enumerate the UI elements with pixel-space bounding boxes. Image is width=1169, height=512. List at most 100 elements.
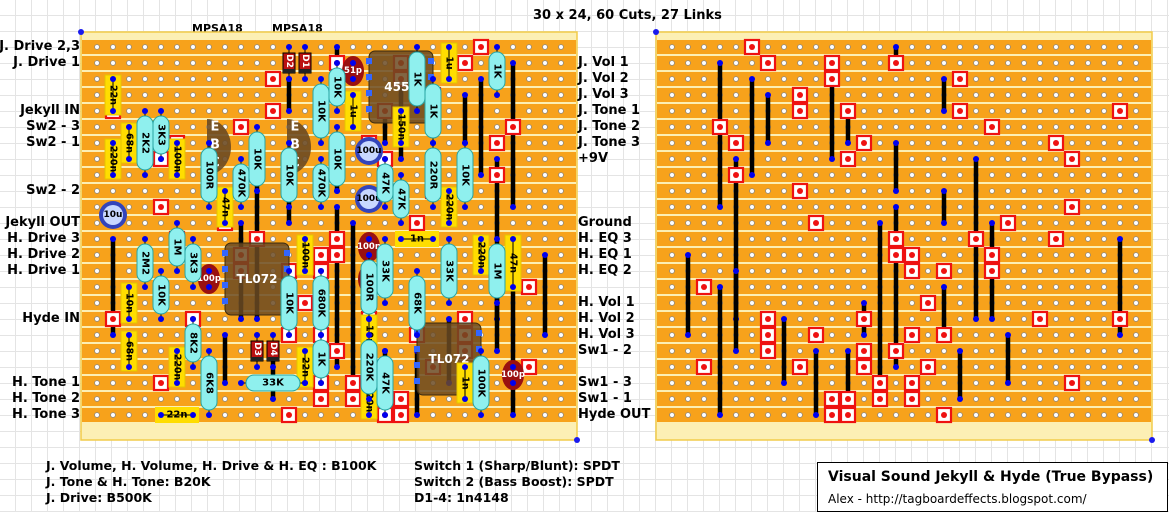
hole [941, 140, 947, 146]
hole [909, 188, 915, 194]
lead-end [174, 140, 180, 146]
lead-end [158, 268, 164, 274]
hole [957, 156, 963, 162]
hole [797, 348, 803, 354]
hole [1117, 220, 1123, 226]
hole [206, 92, 212, 98]
resistor [328, 131, 346, 187]
hole [781, 284, 787, 290]
hole [989, 60, 995, 66]
lead-end [446, 76, 452, 82]
hole [1101, 348, 1107, 354]
hole [142, 204, 148, 210]
hole [1021, 60, 1027, 66]
lead-end [462, 140, 468, 146]
hole [558, 252, 564, 258]
track-cut-dot [110, 316, 116, 322]
hole [1021, 236, 1027, 242]
hole [1037, 412, 1043, 418]
hole [765, 380, 771, 386]
lead-end [270, 364, 276, 370]
ceramic-capacitor [502, 360, 524, 390]
hole [494, 364, 500, 370]
hole [1117, 92, 1123, 98]
hole [989, 412, 995, 418]
link-end [861, 300, 867, 306]
hole [749, 236, 755, 242]
lead-end [206, 140, 212, 146]
lead-end [366, 332, 372, 338]
author-link[interactable]: Alex - http://tagboardeffects.blogspot.c… [828, 492, 1087, 506]
hole [1117, 44, 1123, 50]
hole [526, 268, 532, 274]
hole [733, 396, 739, 402]
capacitor-value: 220n [108, 146, 119, 173]
resistor-value: 470K [316, 169, 327, 199]
lead-end [142, 172, 148, 178]
hole [909, 92, 915, 98]
track-cut-dot [989, 124, 995, 130]
hole [749, 332, 755, 338]
hole [254, 396, 260, 402]
hole [957, 140, 963, 146]
hole [973, 396, 979, 402]
capacitor-value: 100n [300, 242, 311, 269]
capacitor-value: 10u [104, 210, 123, 220]
lead-end [190, 284, 196, 290]
hole [1037, 268, 1043, 274]
electrolytic-top [359, 189, 379, 209]
lead-end [430, 204, 436, 210]
hole [685, 156, 691, 162]
hole [941, 348, 947, 354]
hole [797, 396, 803, 402]
link-end [733, 268, 739, 274]
hole [1005, 300, 1011, 306]
hole [494, 124, 500, 130]
hole [829, 316, 835, 322]
hole [1133, 316, 1139, 322]
hole [781, 252, 787, 258]
hole [478, 188, 484, 194]
hole [270, 44, 276, 50]
hole [398, 348, 404, 354]
track-cut-dot [1069, 380, 1075, 386]
resistor [184, 243, 202, 283]
hole [797, 412, 803, 418]
hole [1021, 140, 1027, 146]
resistor [152, 115, 170, 155]
lead-end [206, 204, 212, 210]
hole [1085, 92, 1091, 98]
hole [238, 332, 244, 338]
hole [733, 60, 739, 66]
hole [941, 236, 947, 242]
hole [669, 396, 675, 402]
hole [126, 92, 132, 98]
capacitor-value: 68n [124, 341, 135, 361]
hole [254, 44, 260, 50]
hole [558, 396, 564, 402]
hole [1005, 172, 1011, 178]
link-end [973, 316, 979, 322]
copper-strip [82, 216, 576, 230]
lead-end [334, 188, 340, 194]
hole [110, 412, 116, 418]
hole [110, 188, 116, 194]
link-end [845, 348, 851, 354]
hole [1069, 108, 1075, 114]
hole [1101, 412, 1107, 418]
pot-values-notes: J. Volume, H. Volume, H. Drive & H. EQ :… [46, 458, 376, 506]
hole [1117, 396, 1123, 402]
hole [222, 316, 228, 322]
hole [1005, 124, 1011, 130]
ic-pin [366, 90, 372, 96]
hole [1133, 204, 1139, 210]
hole [925, 108, 931, 114]
hole [861, 252, 867, 258]
hole [526, 348, 532, 354]
board-label-left: H. Tone 1 [11, 375, 80, 390]
lead-end [334, 60, 340, 66]
hole [749, 220, 755, 226]
hole [254, 76, 260, 82]
hole [1005, 76, 1011, 82]
hole [845, 300, 851, 306]
